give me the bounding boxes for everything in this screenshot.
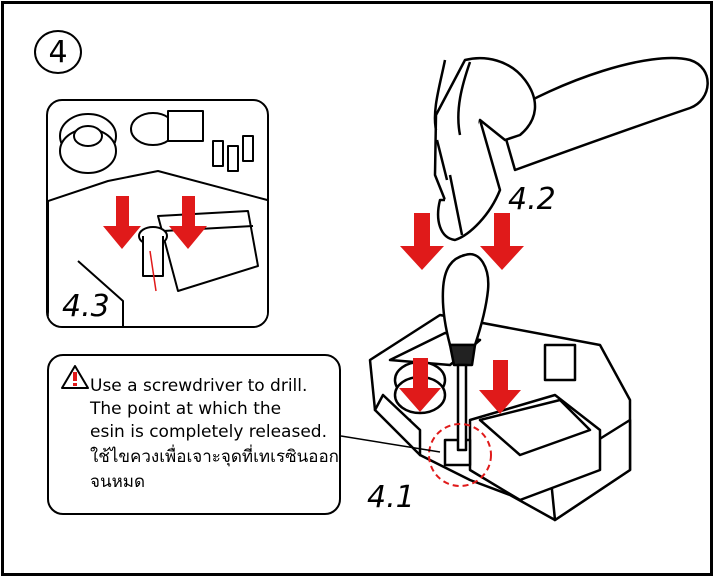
- note-line-2: The point at which the: [90, 399, 282, 419]
- label-4-3: 4.3: [62, 289, 110, 324]
- force-arrows: [399, 213, 524, 414]
- screwdriver-icon: [441, 252, 490, 452]
- hammer-icon: [433, 56, 709, 242]
- step-number-badge: 4: [34, 30, 82, 74]
- inset-illustration: [48, 110, 267, 326]
- main-illustration: [340, 56, 709, 522]
- note-line-5: จนหมด: [90, 472, 146, 492]
- note-line-1: Use a screwdriver to drill.: [90, 376, 308, 396]
- drill-point-highlight: [428, 423, 492, 487]
- note-line-3: esin is completely released.: [90, 422, 327, 442]
- note-line-4: ใช้ไขควงเพื่อเจาะจุดที่เทเรซินออก: [90, 447, 339, 467]
- inset-arrows: [103, 196, 207, 249]
- note-callout: [47, 354, 341, 515]
- label-4-2: 4.2: [508, 182, 556, 217]
- inset-detail: [46, 99, 269, 328]
- callout-leader: [340, 435, 441, 453]
- step-number: 4: [48, 34, 68, 70]
- enclosure-box: [368, 313, 632, 522]
- label-4-1: 4.1: [367, 480, 415, 515]
- warning-icon: [61, 365, 89, 389]
